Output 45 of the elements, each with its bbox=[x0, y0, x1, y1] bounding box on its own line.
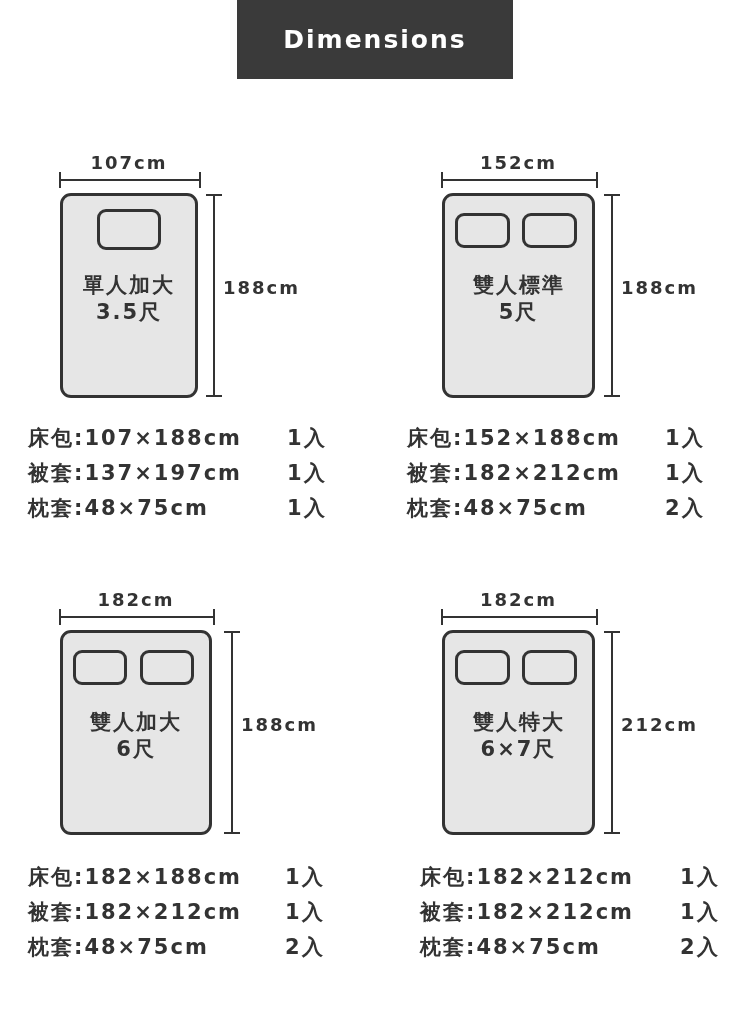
bed-size-label: 6尺 bbox=[115, 736, 157, 763]
quantity-label: 1入 bbox=[285, 899, 325, 925]
spec-label: 床包:182×188cm bbox=[28, 864, 242, 890]
dimension-label: 188cm bbox=[621, 275, 698, 300]
spec-label: 床包:107×188cm bbox=[28, 425, 242, 451]
spec-label: 被套:137×197cm bbox=[28, 460, 242, 486]
quantity-label: 1入 bbox=[680, 899, 720, 925]
quantity-label: 1入 bbox=[287, 460, 327, 486]
quantity-label: 2入 bbox=[285, 934, 325, 960]
quantity-label: 1入 bbox=[287, 495, 327, 521]
bed-size-label: 3.5尺 bbox=[94, 299, 164, 326]
mattress-outline bbox=[60, 193, 198, 398]
quantity-label: 1入 bbox=[285, 864, 325, 890]
spec-label: 枕套:48×75cm bbox=[28, 934, 209, 960]
spec-label: 枕套:48×75cm bbox=[28, 495, 209, 521]
quantity-label: 1入 bbox=[665, 460, 705, 486]
dimension-label: 182cm bbox=[97, 588, 175, 612]
spec-label: 枕套:48×75cm bbox=[407, 495, 588, 521]
mattress-outline bbox=[442, 193, 595, 398]
bed-size-label: 單人加大 bbox=[82, 272, 176, 299]
dimension-label: 212cm bbox=[621, 712, 698, 737]
quantity-label: 1入 bbox=[680, 864, 720, 890]
spec-label: 被套:182×212cm bbox=[28, 899, 242, 925]
spec-label: 枕套:48×75cm bbox=[420, 934, 601, 960]
dimension-label: 188cm bbox=[241, 712, 318, 737]
dimension-label: 182cm bbox=[480, 588, 557, 612]
spec-label: 床包:182×212cm bbox=[420, 864, 634, 890]
dimension-label: 107cm bbox=[90, 151, 168, 175]
bed-size-label: 6×7尺 bbox=[479, 736, 558, 763]
bed-size-label: 雙人標準 bbox=[471, 272, 566, 299]
quantity-label: 2入 bbox=[680, 934, 720, 960]
bed-size-label: 雙人加大 bbox=[89, 709, 183, 736]
title-banner: Dimensions bbox=[237, 0, 513, 79]
spec-label: 被套:182×212cm bbox=[420, 899, 634, 925]
dimension-label: 188cm bbox=[223, 275, 300, 300]
quantity-label: 1入 bbox=[665, 425, 705, 451]
mattress-outline bbox=[442, 630, 595, 835]
quantity-label: 2入 bbox=[665, 495, 705, 521]
spec-label: 床包:152×188cm bbox=[407, 425, 621, 451]
bed-size-label: 雙人特大 bbox=[471, 709, 566, 736]
mattress-outline bbox=[60, 630, 212, 835]
dimension-label: 152cm bbox=[480, 151, 557, 175]
bed-size-label: 5尺 bbox=[497, 299, 540, 326]
quantity-label: 1入 bbox=[287, 425, 327, 451]
spec-label: 被套:182×212cm bbox=[407, 460, 621, 486]
